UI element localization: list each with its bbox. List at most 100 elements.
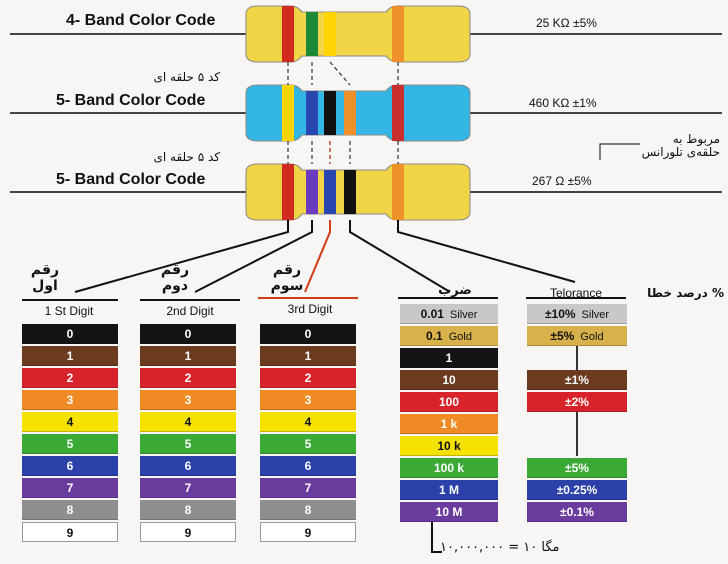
tolerance-cell: ±0.1% xyxy=(527,502,627,522)
color-band xyxy=(306,170,318,214)
digit3-label: 3rd Digit xyxy=(287,302,333,316)
digit3-cell: 6 xyxy=(260,456,356,476)
megohm-bracket xyxy=(431,520,442,553)
cell-value: 3 xyxy=(304,393,312,407)
tolerance-cell: ±1% xyxy=(527,370,627,390)
digit1-farsi: رقم اول xyxy=(30,262,60,294)
digit3-cell: 0 xyxy=(260,324,356,344)
cell-value: 2 xyxy=(184,371,192,385)
connector-tolerance xyxy=(397,220,576,283)
digit2-cell: 2 xyxy=(140,368,236,388)
cell-value: 0 xyxy=(184,327,192,341)
cell-value: 5 xyxy=(304,437,312,451)
tolerance-cell: ±5%Gold xyxy=(527,326,627,346)
cell-value: ±0.1% xyxy=(560,505,594,519)
digit3-cell: 7 xyxy=(260,478,356,498)
tolerance-note: مربوط به حلقه‌ی تلورانس xyxy=(620,133,720,159)
cell-value: ±0.25% xyxy=(556,483,598,497)
digit3-cell: 9 xyxy=(260,522,356,542)
cell-value: 1 xyxy=(304,349,312,363)
cell-color-name: Gold xyxy=(580,331,604,343)
multiplier-cell: 100 xyxy=(400,392,498,412)
cell-value: 5 xyxy=(184,437,192,451)
cell-value: 10 M xyxy=(435,505,463,519)
digit2-cell: 7 xyxy=(140,478,236,498)
cell-value: 1 k xyxy=(440,417,458,431)
cell-value: 3 xyxy=(184,393,192,407)
multiplier-cell: 0.1 Gold xyxy=(400,326,498,346)
resistor-value: 460 KΩ ±1% xyxy=(529,96,597,110)
resistor-title: 4- Band Color Code xyxy=(66,12,216,29)
cell-value: 1 xyxy=(445,351,453,365)
cell-value: 5 xyxy=(66,437,74,451)
cell-value: 9 xyxy=(66,526,74,540)
digit3-cell: 1 xyxy=(260,346,356,366)
digit1-cell: 5 xyxy=(22,434,118,454)
cell-value: 6 xyxy=(304,459,312,473)
digit1-cell: 2 xyxy=(22,368,118,388)
resistor-title: 5- Band Color Code xyxy=(56,92,206,109)
resistor-farsi-label: کد ۵ حلقه ای xyxy=(153,70,220,84)
tolerance-cell: ±0.25% xyxy=(527,480,627,500)
cell-value: ±5% xyxy=(565,461,589,475)
cell-value: 1 xyxy=(184,349,192,363)
cell-value: 9 xyxy=(304,526,312,540)
multiplier-cell: 10 k xyxy=(400,436,498,456)
cell-value: 6 xyxy=(66,459,74,473)
digit1-cell: 4 xyxy=(22,412,118,432)
digit1-cell: 0 xyxy=(22,324,118,344)
digit1-cell: 1 xyxy=(22,346,118,366)
cell-value: 100 xyxy=(438,395,460,409)
connector-multiplier xyxy=(349,220,451,293)
resistor-body xyxy=(245,5,471,63)
cell-value: 10 k xyxy=(437,439,461,453)
digit2-cell: 6 xyxy=(140,456,236,476)
cell-value: 8 xyxy=(304,503,312,517)
digit2-cell: 5 xyxy=(140,434,236,454)
digit2-farsi: رقم دوم xyxy=(160,262,190,294)
cell-value: 0 xyxy=(304,327,312,341)
resistor-body xyxy=(245,163,471,221)
digit3-cell: 3 xyxy=(260,390,356,410)
digit2-cell: 9 xyxy=(140,522,236,542)
cell-value: 7 xyxy=(66,481,74,495)
digit1-cell: 3 xyxy=(22,390,118,410)
cell-value: 8 xyxy=(184,503,192,517)
cell-color-name: Silver xyxy=(581,309,610,321)
dashed-link xyxy=(329,61,351,86)
cell-value: 0.1 xyxy=(426,329,443,343)
cell-value: 0.01 xyxy=(420,307,444,321)
cell-value: 4 xyxy=(184,415,192,429)
digit1-cell: 9 xyxy=(22,522,118,542)
color-band xyxy=(344,91,356,135)
digit2-cell: 0 xyxy=(140,324,236,344)
cell-value: 9 xyxy=(184,526,192,540)
color-band xyxy=(282,6,294,62)
resistor-body xyxy=(245,84,471,142)
connector-digit2 xyxy=(194,220,313,293)
color-band xyxy=(282,85,294,141)
cell-value: 3 xyxy=(66,393,74,407)
tolerance-bracket xyxy=(599,143,640,160)
digit1-cell: 6 xyxy=(22,456,118,476)
color-band xyxy=(324,170,336,214)
cell-value: 4 xyxy=(304,415,312,429)
cell-value: 0 xyxy=(66,327,74,341)
cell-value: 100 k xyxy=(433,461,465,475)
resistor-value: 25 KΩ ±5% xyxy=(536,16,597,30)
multiplier-cell: 1 M xyxy=(400,480,498,500)
tolerance-label: Telorance xyxy=(549,286,603,300)
digit1-cell: 8 xyxy=(22,500,118,520)
connector-digit3 xyxy=(304,220,331,293)
tolerance-note-line1: مربوط به xyxy=(672,132,720,146)
color-band xyxy=(282,164,294,220)
multiplier-cell: 1 k xyxy=(400,414,498,434)
cell-value: ±10% xyxy=(544,307,576,321)
cell-color-name: Gold xyxy=(448,331,472,343)
digit3-cell: 4 xyxy=(260,412,356,432)
digit2-cell: 8 xyxy=(140,500,236,520)
digit1-label: 1 St Digit xyxy=(44,304,94,318)
cell-value: 2 xyxy=(304,371,312,385)
